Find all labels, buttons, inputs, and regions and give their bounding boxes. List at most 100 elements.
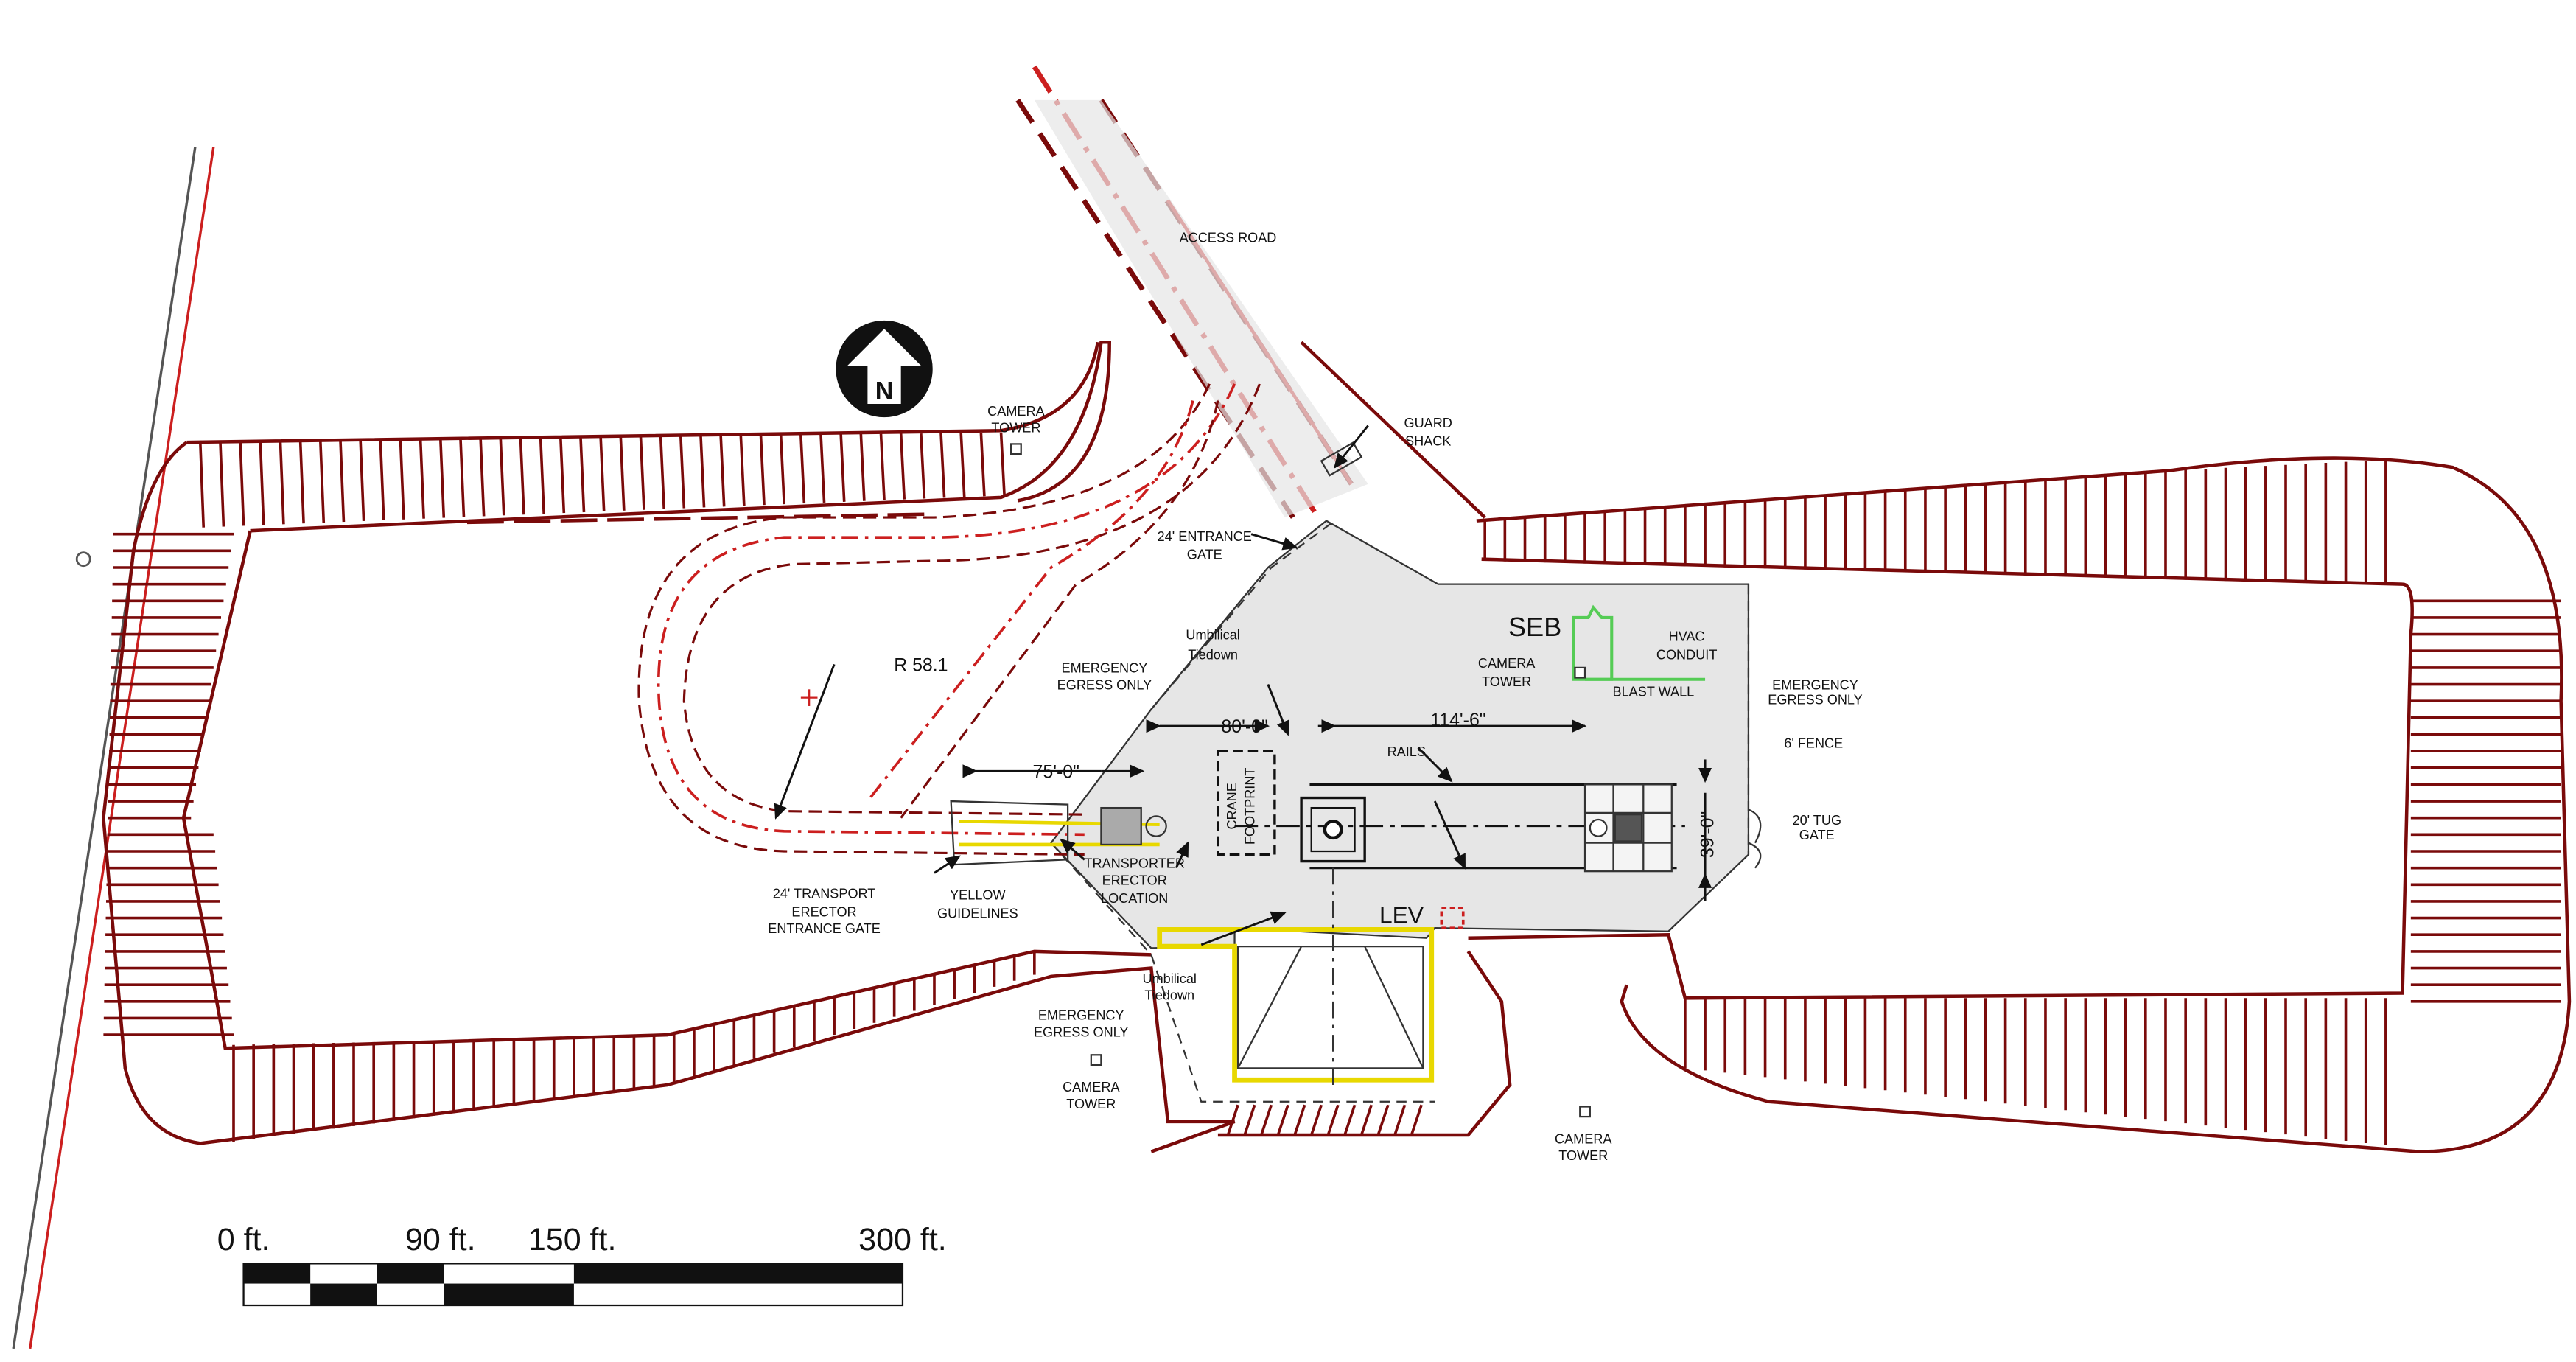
label-camera-tower-s-2: TOWER bbox=[1066, 1097, 1116, 1111]
labels: ACCESS ROAD CAMERA TOWER GUARD SHACK 24'… bbox=[768, 230, 1862, 1163]
label-camera-tower-seb-2: TOWER bbox=[1482, 674, 1531, 689]
label-crane-2: FOOTPRINT bbox=[1243, 768, 1258, 845]
berm-hatch-line bbox=[219, 440, 225, 527]
berm-hatch-line bbox=[1293, 1104, 1306, 1136]
berm-hatch-line bbox=[879, 433, 886, 500]
label-transporter-3: LOCATION bbox=[1101, 891, 1168, 906]
berm-hatch-line bbox=[1343, 1104, 1357, 1136]
berm-hatch-line bbox=[659, 436, 665, 509]
berm-hatch-line bbox=[579, 436, 586, 513]
berm-hatch-line bbox=[979, 433, 986, 497]
berm-hatch-line bbox=[939, 433, 946, 498]
dimension-lines bbox=[774, 425, 1712, 946]
berm-hatch-line bbox=[198, 440, 206, 528]
berm-hatch-line bbox=[920, 433, 926, 499]
label-transport-gate-3: ENTRANCE GATE bbox=[768, 921, 881, 936]
label-transporter-2: ERECTOR bbox=[1102, 873, 1167, 887]
berm-hatch-line bbox=[419, 438, 425, 519]
label-dim-114: 114'-6" bbox=[1430, 710, 1485, 730]
berm-hatch-line bbox=[459, 438, 466, 517]
scale-label-300: 300 ft. bbox=[858, 1222, 947, 1257]
label-access-road: ACCESS ROAD bbox=[1180, 230, 1277, 245]
scale-bar: 0 ft. 90 ft. 150 ft. 300 ft. bbox=[217, 1222, 947, 1307]
label-blast-wall: BLAST WALL bbox=[1613, 684, 1695, 699]
berm-hatch-line bbox=[519, 437, 525, 515]
berm-hatch-line bbox=[359, 439, 365, 522]
label-umbilical-bottom-1: Umbilical bbox=[1143, 971, 1197, 986]
label-camera-tower-se-1: CAMERA bbox=[1555, 1131, 1612, 1146]
label-camera-tower-nw-2: TOWER bbox=[991, 421, 1040, 436]
berm-hatch-line bbox=[1376, 1104, 1390, 1136]
berm-hatch-line bbox=[619, 436, 626, 511]
berm-hatch-line bbox=[899, 433, 906, 500]
label-radius: R 58.1 bbox=[894, 654, 948, 675]
access-road bbox=[1015, 65, 1486, 519]
berm-hatch-line bbox=[819, 434, 826, 503]
crane-footprint bbox=[1217, 750, 1276, 856]
berm-hatch-line bbox=[539, 437, 545, 514]
berm-hatch-line bbox=[259, 439, 265, 525]
label-entrance-gate-1: 24' ENTRANCE bbox=[1158, 529, 1252, 544]
north-arrow-icon: N bbox=[836, 320, 933, 418]
berm-hatch-line bbox=[739, 435, 746, 506]
scale-label-90: 90 ft. bbox=[405, 1222, 476, 1257]
berm-hatch-line bbox=[679, 436, 686, 509]
label-egress-w-2: EGRESS ONLY bbox=[1057, 677, 1152, 692]
berm-hatch-line bbox=[499, 437, 505, 516]
label-camera-tower-seb-1: CAMERA bbox=[1478, 656, 1536, 671]
berm-hatch-line bbox=[279, 439, 285, 525]
label-dim-80: 80'-0" bbox=[1221, 716, 1267, 737]
label-egress-e-1: EMERGENCY bbox=[1772, 677, 1858, 692]
berm-hatch-line bbox=[239, 440, 245, 526]
markers bbox=[800, 443, 1591, 1118]
scale-label-0: 0 ft. bbox=[217, 1222, 270, 1257]
berm-hatch-line bbox=[479, 438, 486, 517]
berm-hatch-line bbox=[559, 436, 566, 514]
berm-hatch-line bbox=[959, 433, 966, 497]
berm-hatch-line bbox=[298, 439, 305, 524]
property-lines bbox=[12, 147, 215, 1349]
label-crane-1: CRANE bbox=[1225, 783, 1239, 829]
label-entrance-gate-2: GATE bbox=[1187, 548, 1222, 562]
label-egress-w-1: EMERGENCY bbox=[1062, 661, 1148, 676]
label-guard-shack-2: SHACK bbox=[1405, 434, 1451, 449]
berm-hatch-line bbox=[759, 435, 766, 506]
label-umbilical-top-1: Umbilical bbox=[1186, 627, 1239, 642]
berm-hatch-line bbox=[839, 434, 846, 502]
berm-hatch-line bbox=[1243, 1104, 1256, 1136]
berm-hatch-line bbox=[1410, 1104, 1423, 1136]
berm-hatch-line bbox=[1393, 1104, 1407, 1136]
berm-west bbox=[102, 340, 1236, 1153]
berm-hatch-line bbox=[1359, 1104, 1373, 1136]
scale-label-150: 150 ft. bbox=[528, 1222, 617, 1257]
berm-hatch-line bbox=[399, 439, 405, 520]
berm-hatch-line bbox=[639, 436, 645, 510]
berm-hatch-line bbox=[1276, 1104, 1289, 1136]
berm-east bbox=[1217, 456, 2572, 1153]
label-egress-s-1: EMERGENCY bbox=[1038, 1008, 1124, 1023]
label-hvac-2: CONDUIT bbox=[1656, 648, 1717, 663]
label-seb: SEB bbox=[1508, 612, 1561, 642]
label-camera-tower-se-2: TOWER bbox=[1558, 1148, 1608, 1163]
transport-road-loop bbox=[466, 383, 1261, 856]
label-tug-gate-1: 20' TUG bbox=[1793, 813, 1842, 828]
launcher-mount bbox=[1300, 796, 1366, 863]
berm-hatch-line bbox=[379, 439, 385, 520]
tug-gate bbox=[1748, 809, 1762, 869]
label-umbilical-bottom-2: Tiedown bbox=[1144, 988, 1194, 1003]
label-dim-75: 75'-0" bbox=[1033, 761, 1079, 782]
label-camera-tower-s-1: CAMERA bbox=[1063, 1080, 1120, 1094]
seb-building-grid bbox=[1583, 783, 1673, 873]
berm-hatch-line bbox=[1260, 1104, 1273, 1136]
label-egress-s-2: EGRESS ONLY bbox=[1034, 1024, 1128, 1039]
seb-outline bbox=[1572, 604, 1706, 681]
berm-hatch-line bbox=[779, 434, 786, 505]
lev-building bbox=[1157, 867, 1435, 1086]
berm-hatch-line bbox=[699, 436, 706, 508]
berm-hatch-line bbox=[1309, 1104, 1323, 1136]
label-egress-e-2: EGRESS ONLY bbox=[1768, 693, 1862, 708]
label-lev: LEV bbox=[1379, 901, 1424, 928]
label-tug-gate-2: GATE bbox=[1799, 828, 1835, 842]
label-transporter-1: TRANSPORTER bbox=[1084, 856, 1185, 871]
